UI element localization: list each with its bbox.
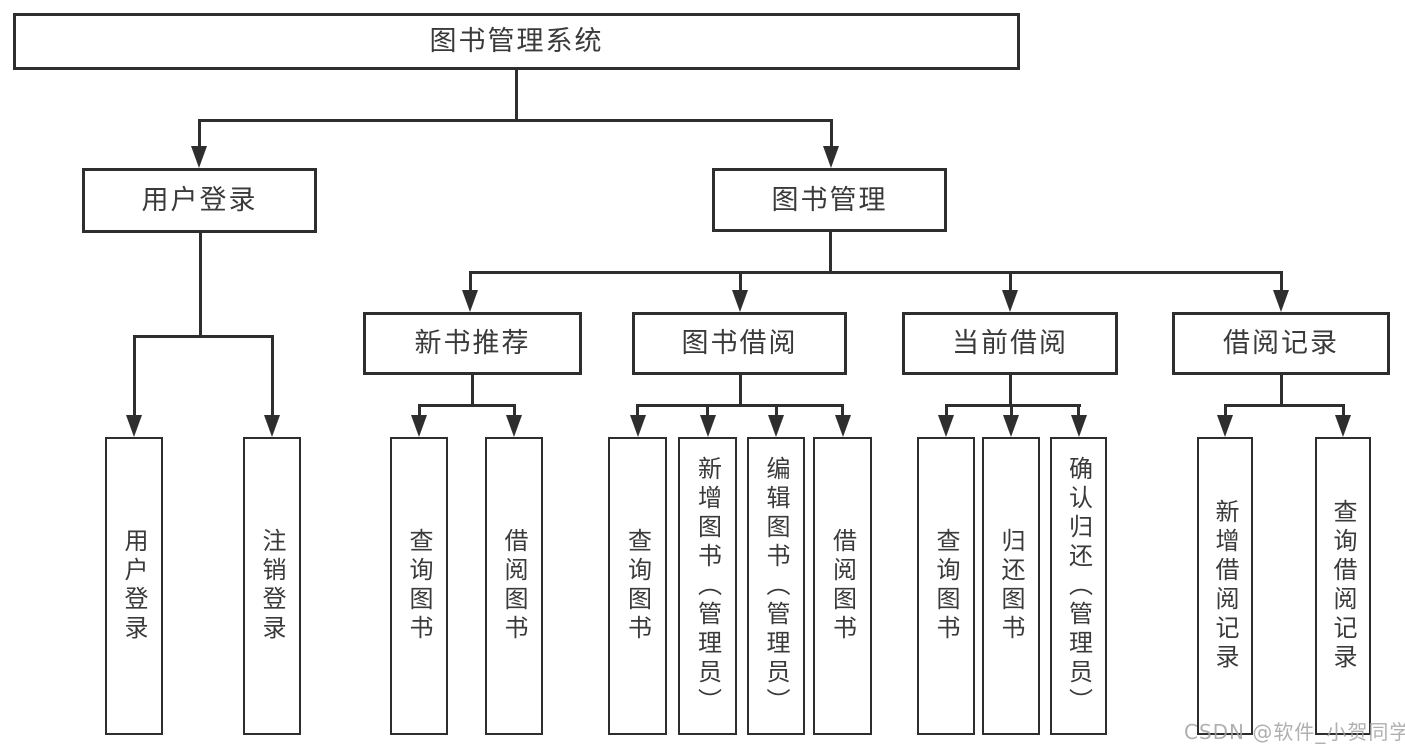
arrow-down-icon: [834, 415, 851, 437]
leaf-query-books-1: 查询图书: [390, 437, 448, 735]
node-label: 借阅记录: [1223, 328, 1339, 359]
connector-drop: [1009, 404, 1013, 419]
connector-drop: [829, 119, 833, 149]
arrow-down-icon: [732, 290, 748, 312]
arrow-down-icon: [126, 415, 142, 437]
leaf-edit-books-admin: 编辑图书（管理员）: [747, 437, 805, 735]
leaf-label: 确认归还（管理员）: [1064, 455, 1093, 717]
connector-drop: [1223, 404, 1227, 419]
leaf-query-borrow-record: 查询借阅记录: [1315, 437, 1371, 735]
connector-drop: [1077, 404, 1080, 419]
connector-stem-book-management: [828, 230, 832, 274]
leaf-borrow-books-2: 借阅图书: [813, 437, 872, 735]
connector-split-current-borrow: [944, 404, 1081, 407]
node-new-book-recommend: 新书推荐: [363, 312, 582, 375]
leaf-label: 查询借阅记录: [1329, 499, 1357, 673]
connector-stem-borrow-records: [1279, 373, 1283, 407]
node-current-borrow: 当前借阅: [902, 312, 1118, 375]
arrow-down-icon: [768, 415, 784, 437]
connector-split-level1: [198, 119, 833, 122]
connector-drop: [1279, 271, 1283, 295]
connector-stem-root: [515, 68, 518, 122]
arrow-down-icon: [1273, 290, 1289, 312]
node-label: 图书管理: [771, 184, 888, 216]
leaf-confirm-return-admin: 确认归还（管理员）: [1050, 437, 1107, 735]
connector-drop: [774, 404, 778, 419]
leaf-label: 查询图书: [932, 528, 960, 644]
leaf-label: 注销登录: [258, 528, 286, 644]
arrow-down-icon: [1217, 415, 1233, 437]
connector-split-level3: [468, 271, 1283, 274]
leaf-label: 用户登录: [120, 528, 148, 644]
arrow-down-icon: [1070, 415, 1087, 437]
leaf-return-books: 归还图书: [982, 437, 1040, 735]
arrow-down-icon: [1003, 415, 1019, 437]
node-label: 图书管理系统: [429, 26, 604, 57]
connector-split-borrow-records: [1223, 404, 1345, 407]
leaf-label: 编辑图书（管理员）: [762, 455, 790, 717]
connector-split-book-borrow: [636, 404, 844, 407]
connector-drop: [944, 404, 948, 419]
leaf-label: 借阅图书: [500, 528, 528, 644]
connector-stem-user-login: [198, 231, 202, 338]
connector-drop: [841, 404, 844, 419]
connector-drop: [132, 335, 136, 419]
leaf-query-books-2: 查询图书: [608, 437, 667, 735]
connector-drop: [738, 271, 742, 295]
csdn-watermark: CSDN @软件_小贺同学: [1184, 720, 1405, 744]
connector-drop: [417, 404, 421, 419]
leaf-label: 新增借阅记录: [1211, 499, 1239, 673]
connector-drop: [636, 404, 639, 419]
leaf-query-books-3: 查询图书: [917, 437, 975, 735]
node-label: 用户登录: [141, 185, 258, 216]
connector-stem-book-borrow: [738, 373, 742, 407]
arrow-down-icon: [264, 415, 280, 437]
node-borrow-records: 借阅记录: [1172, 312, 1390, 375]
connector-split-user-login: [132, 335, 274, 338]
connector-drop: [468, 271, 472, 295]
leaf-add-borrow-record: 新增借阅记录: [1197, 437, 1253, 735]
leaf-borrow-books-1: 借阅图书: [485, 437, 543, 735]
connector-stem-new-book: [471, 373, 474, 407]
node-library-system: 图书管理系统: [13, 13, 1020, 70]
arrow-down-icon: [699, 415, 716, 437]
leaf-logout: 注销登录: [243, 437, 301, 735]
leaf-user-login: 用户登录: [105, 437, 163, 735]
node-label: 新书推荐: [414, 328, 531, 359]
connector-drop: [1341, 404, 1345, 419]
arrow-down-icon: [191, 146, 207, 168]
node-book-borrow: 图书借阅: [632, 312, 847, 375]
connector-stem-current-borrow: [1008, 373, 1012, 407]
connector-drop: [197, 119, 201, 149]
connector-drop: [512, 404, 516, 419]
arrow-down-icon: [629, 415, 646, 437]
leaf-label: 借阅图书: [828, 528, 857, 644]
arrow-down-icon: [462, 290, 478, 312]
arrow-down-icon: [823, 146, 839, 168]
leaf-label: 归还图书: [997, 528, 1025, 644]
leaf-add-books-admin: 新增图书（管理员）: [678, 437, 737, 735]
arrow-down-icon: [1335, 415, 1351, 437]
arrow-down-icon: [1002, 290, 1018, 312]
node-user-login: 用户登录: [82, 168, 317, 233]
node-book-management: 图书管理: [712, 168, 947, 232]
node-label: 图书借阅: [681, 328, 798, 359]
connector-drop: [1008, 271, 1012, 295]
arrow-down-icon: [506, 415, 522, 437]
connector-drop: [706, 404, 709, 419]
leaf-label: 新增图书（管理员）: [693, 455, 722, 717]
leaf-label: 查询图书: [405, 528, 433, 644]
node-label: 当前借阅: [952, 328, 1068, 359]
connector-split-new-book: [417, 404, 516, 407]
arrow-down-icon: [938, 415, 954, 437]
leaf-label: 查询图书: [623, 528, 652, 644]
connector-drop: [270, 335, 274, 419]
arrow-down-icon: [411, 415, 427, 437]
